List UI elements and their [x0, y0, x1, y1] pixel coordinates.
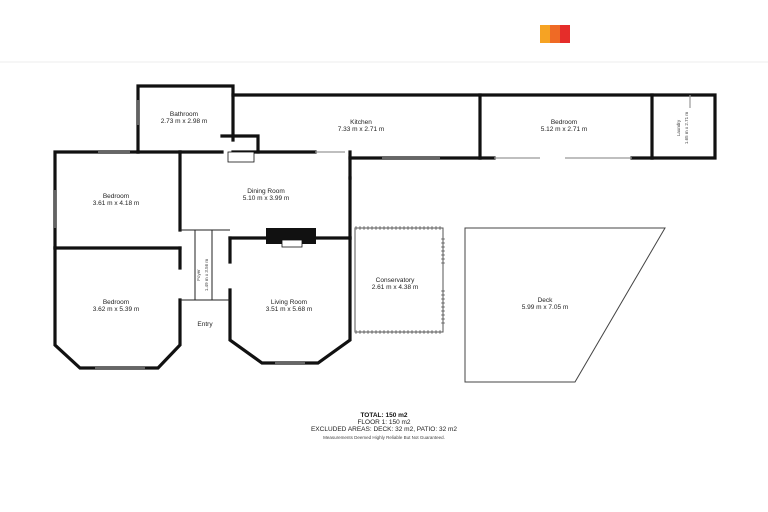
room-name-bedroom-east: Bedroom: [551, 119, 577, 126]
room-name-bedroom-sw: Bedroom: [103, 299, 129, 306]
room-dims-laundry: 1.65 m x 2.71 m: [684, 112, 689, 145]
room-name-foyer: Foyer: [196, 269, 201, 281]
room-dims-bathroom: 2.73 m x 2.98 m: [161, 118, 208, 125]
room-name-deck: Deck: [538, 297, 554, 304]
room-dims-living-room: 3.51 m x 5.68 m: [266, 306, 313, 313]
room-dims-bedroom-nw: 3.61 m x 4.18 m: [93, 200, 140, 207]
area-summary: TOTAL: 150 m2 FLOOR 1: 150 m2 EXCLUDED A…: [311, 412, 457, 440]
room-dims-bedroom-east: 5.12 m x 2.71 m: [541, 126, 588, 133]
room-dims-deck: 5.99 m x 7.05 m: [522, 304, 569, 311]
room-name-bedroom-nw: Bedroom: [103, 193, 129, 200]
room-dims-conservatory: 2.61 m x 4.38 m: [372, 284, 419, 291]
floor-area: FLOOR 1: 150 m2: [357, 419, 410, 426]
room-dims-dining-room: 5.10 m x 3.99 m: [243, 195, 290, 202]
room-name-kitchen: Kitchen: [350, 119, 372, 126]
room-name-bathroom: Bathroom: [170, 111, 198, 118]
room-name-laundry: Laundry: [676, 119, 681, 136]
room-labels: Bathroom 2.73 m x 2.98 m Kitchen 7.33 m …: [93, 111, 689, 328]
room-dims-kitchen: 7.33 m x 2.71 m: [338, 126, 385, 133]
total-area: TOTAL: 150 m2: [360, 412, 407, 419]
room-name-conservatory: Conservatory: [376, 277, 415, 284]
room-dims-bedroom-sw: 3.62 m x 5.39 m: [93, 306, 140, 313]
deck-outline: [464, 227, 666, 383]
room-dims-foyer: 1.49 m x 3.56 m: [204, 259, 209, 292]
logo-mark: [540, 25, 570, 43]
entry-label: Entry: [197, 321, 213, 328]
excluded-areas: EXCLUDED AREAS: DECK: 32 m2, PATIO: 32 m…: [311, 426, 457, 433]
windows-and-openings: [54, 95, 691, 369]
room-name-dining-room: Dining Room: [247, 188, 285, 195]
room-name-living-room: Living Room: [271, 299, 307, 306]
conservatory-outline: [354, 226, 445, 334]
disclaimer: Measurements Deemed Highly Reliable But …: [323, 435, 445, 440]
